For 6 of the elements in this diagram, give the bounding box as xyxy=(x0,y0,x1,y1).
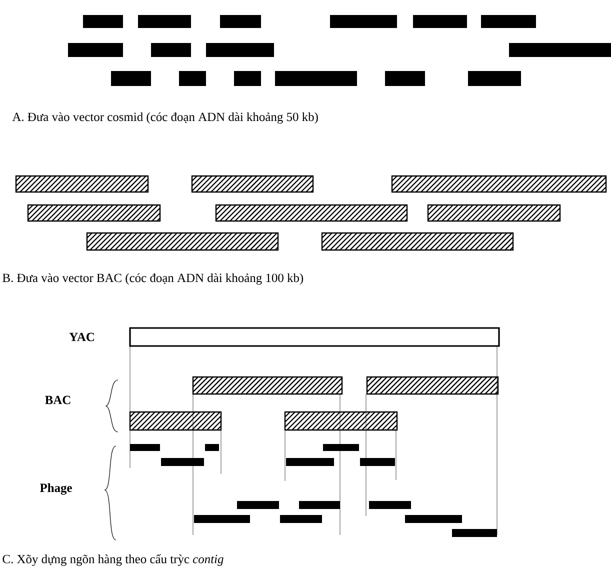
row-label: YAC xyxy=(69,332,94,342)
row-label: Phage xyxy=(40,483,72,495)
caption: B. Đưa vào vector BAC (cóc đoạn ADN dài khoảng 100 kb) xyxy=(2,273,304,285)
caption: A. Đưa vào vector cosmid (cóc đoạn ADN dài khoảng 50 kb) xyxy=(12,112,318,124)
row-label: BAC xyxy=(45,396,70,404)
caption: C. Xõy dựng ngõn hàng theo cấu trỳc contig xyxy=(2,554,224,566)
